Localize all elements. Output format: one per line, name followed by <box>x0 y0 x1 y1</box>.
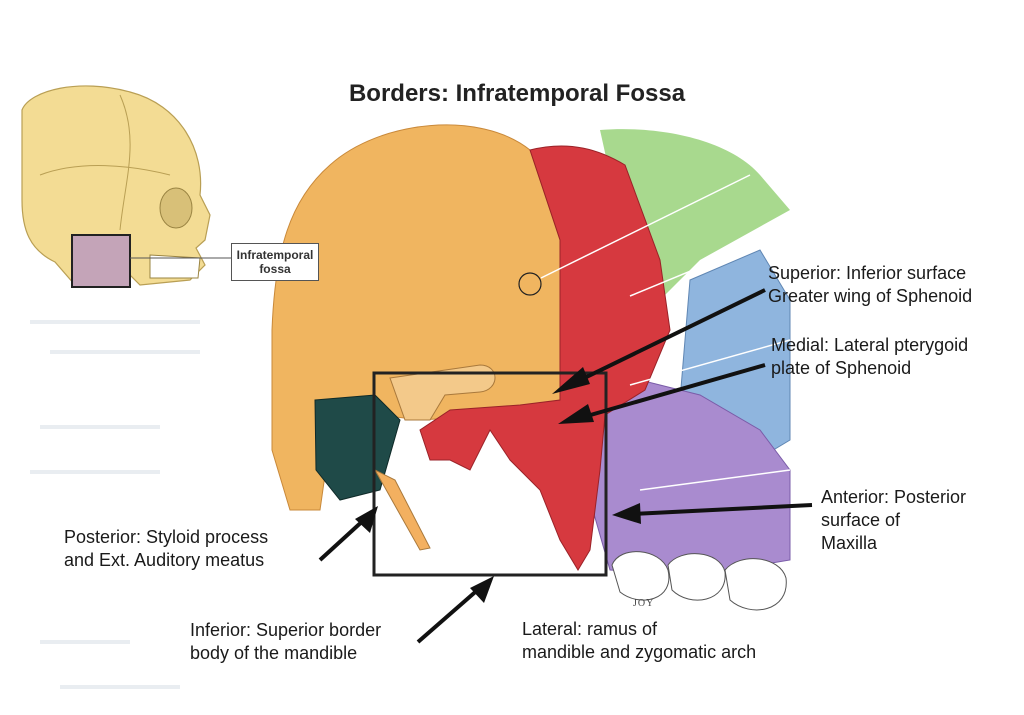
medial-line2: plate of Sphenoid <box>771 358 912 378</box>
medial-border-label: Medial: Lateral pterygoid plate of Sphen… <box>771 334 968 380</box>
inset-fossa-label: Infratemporal fossa <box>231 243 319 281</box>
inferior-line1: Inferior: Superior border <box>190 620 382 640</box>
skull-inset-illustration <box>21 85 211 288</box>
anterior-border-label: Anterior: Posterior surface of Maxilla <box>821 486 966 555</box>
posterior-line1: Posterior: Styloid process <box>64 527 269 547</box>
inset-label-line2: fossa <box>259 262 291 276</box>
inferior-line2: body of the mandible <box>190 643 358 663</box>
background-texture <box>30 320 200 689</box>
page-title: Borders: Infratemporal Fossa <box>348 80 686 107</box>
anterior-line1: Anterior: Posterior <box>821 487 967 507</box>
anterior-line3: Maxilla <box>821 533 878 553</box>
lateral-line2: mandible and zygomatic arch <box>522 642 757 662</box>
medial-line1: Medial: Lateral pterygoid <box>771 335 969 355</box>
lateral-border-label: Lateral: ramus of mandible and zygomatic… <box>522 618 756 664</box>
border-arrows <box>318 288 813 644</box>
superior-border-label: Superior: Inferior surface Greater wing … <box>768 262 972 308</box>
inset-label-line1: Infratemporal <box>236 248 314 262</box>
superior-line2: Greater wing of Sphenoid <box>768 286 973 306</box>
posterior-border-label: Posterior: Styloid process and Ext. Audi… <box>64 526 268 572</box>
superior-line1: Superior: Inferior surface <box>768 263 967 283</box>
main-anatomy-illustration <box>271 124 791 611</box>
fossa-highlight-box <box>372 371 608 577</box>
anterior-line2: surface of <box>821 510 901 530</box>
lateral-line1: Lateral: ramus of <box>522 619 658 639</box>
inferior-border-label: Inferior: Superior border body of the ma… <box>190 619 381 665</box>
artist-signature: JOY <box>633 598 655 609</box>
posterior-line2: and Ext. Auditory meatus <box>64 550 265 570</box>
